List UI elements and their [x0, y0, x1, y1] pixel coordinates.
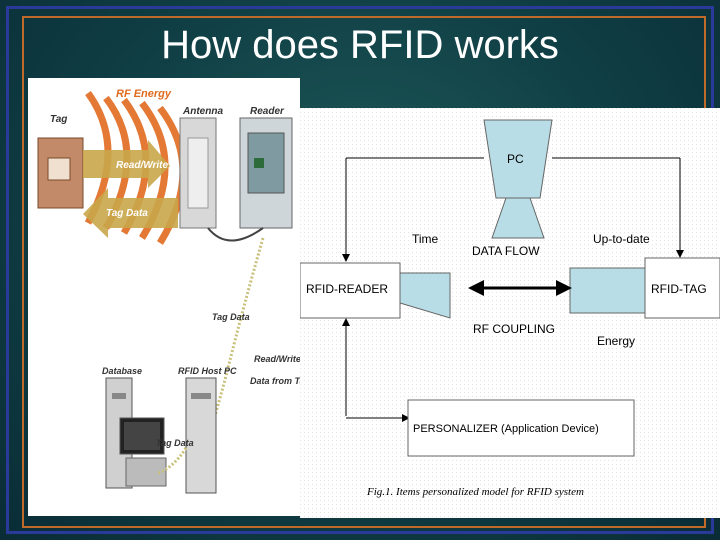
- tag-data-arrow-label: Tag Data: [106, 208, 148, 219]
- rfid-illustration: Tag RF Energy Antenna Reader Read/Write …: [28, 78, 300, 516]
- tag-label: Tag: [50, 114, 68, 125]
- rfid-tag-label: RFID-TAG: [651, 282, 707, 296]
- read-write-from-tag-label-2: Data from Tag: [250, 376, 300, 386]
- up-to-date-label: Up-to-date: [593, 232, 650, 246]
- rfid-host-pc-label: RFID Host PC: [178, 366, 237, 376]
- data-flow-label: DATA FLOW: [472, 244, 540, 258]
- read-write-arrow-label: Read/Write: [116, 160, 169, 171]
- energy-label: Energy: [597, 334, 636, 348]
- tag-data-line-label: Tag Data: [212, 312, 250, 322]
- reader-label: Reader: [250, 106, 284, 117]
- rf-energy-label: RF Energy: [116, 88, 172, 100]
- rfid-flow-diagram: PC Time DATA FLOW Up-to-date RFID-READER…: [299, 108, 720, 518]
- tag-data-bottom-label: Tag Data: [156, 438, 194, 448]
- figure-caption: Fig.1. Items personalized model for RFID…: [367, 486, 584, 498]
- read-write-from-tag-label-1: Read/Write: [254, 354, 300, 364]
- rfid-reader-label: RFID-READER: [306, 282, 389, 296]
- pc-label: PC: [507, 152, 524, 166]
- rfid-flow-diagram-drawing: [299, 108, 720, 518]
- antenna-label: Antenna: [183, 106, 223, 117]
- personalizer-label: PERSONALIZER (Application Device): [413, 423, 599, 435]
- rfid-illustration-drawing: [37, 90, 293, 494]
- slide-title: How does RFID works: [161, 23, 559, 67]
- rf-coupling-label: RF COUPLING: [473, 322, 556, 336]
- database-label: Database: [102, 366, 143, 376]
- time-label: Time: [412, 232, 439, 246]
